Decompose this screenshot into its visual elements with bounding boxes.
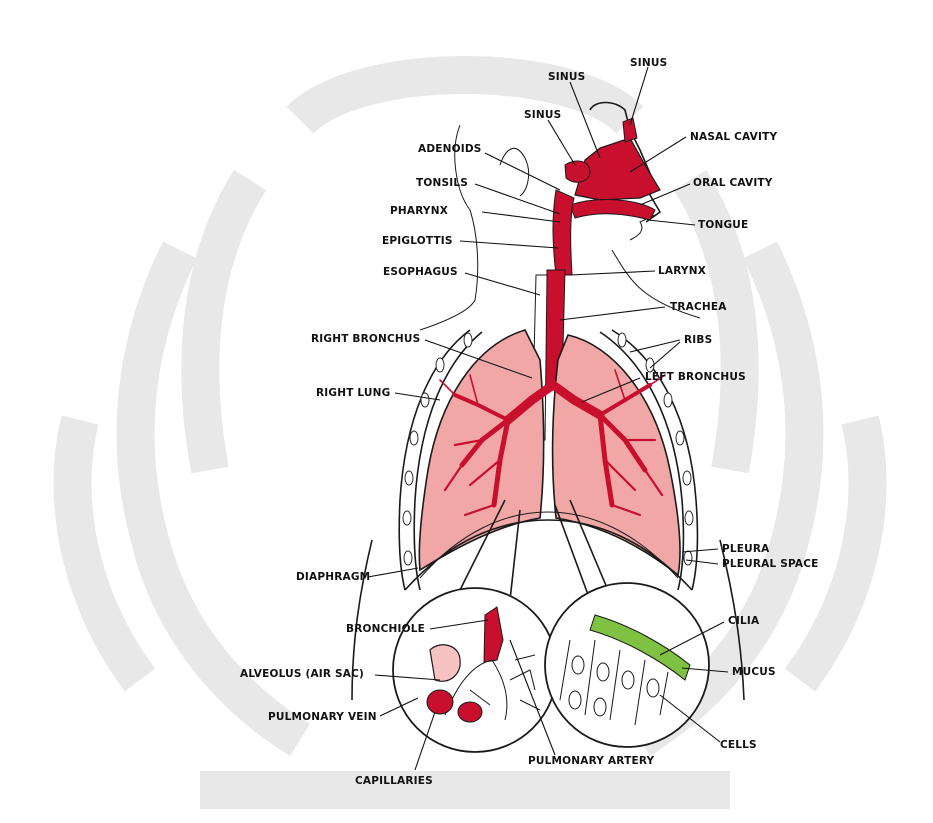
label-mucus: MUCUS [732, 666, 776, 678]
label-right-lung: RIGHT LUNG [316, 387, 390, 399]
sinus-shape-left [565, 161, 590, 182]
label-oral-cavity: ORAL CAVITY [693, 177, 773, 189]
label-sinus-top-center: SINUS [548, 71, 585, 83]
label-epiglottis: EPIGLOTTIS [382, 235, 453, 247]
label-adenoids: ADENOIDS [418, 143, 482, 155]
label-sinus-left: SINUS [524, 109, 561, 121]
label-cilia: CILIA [728, 615, 760, 627]
sinus-shape-top [623, 118, 637, 142]
oral-cavity-shape [570, 200, 655, 220]
label-bronchiole: BRONCHIOLE [346, 623, 425, 635]
label-pulmonary-vein: PULMONARY VEIN [268, 711, 377, 723]
label-sinus-top-right: SINUS [630, 57, 667, 69]
label-ribs: RIBS [684, 334, 712, 346]
label-cells: CELLS [720, 739, 757, 751]
label-tonsils: TONSILS [416, 177, 468, 189]
label-pleura: PLEURA [722, 543, 770, 555]
label-trachea: TRACHEA [670, 301, 727, 313]
label-pulmonary-artery: PULMONARY ARTERY [528, 755, 655, 767]
label-pleural-space: PLEURAL SPACE [722, 558, 819, 570]
label-left-bronchus: LEFT BRONCHUS [645, 371, 746, 383]
label-larynx: LARYNX [658, 265, 706, 277]
label-right-bronchus: RIGHT BRONCHUS [311, 333, 420, 345]
pharynx-shape [553, 190, 574, 275]
label-tongue: TONGUE [698, 219, 748, 231]
label-nasal-cavity: NASAL CAVITY [690, 131, 777, 143]
label-esophagus: ESOPHAGUS [383, 266, 458, 278]
label-capillaries: CAPILLARIES [355, 775, 433, 787]
label-pharynx: PHARYNX [390, 205, 448, 217]
label-alveolus: ALVEOLUS (AIR SAC) [240, 668, 364, 680]
label-diaphragm: DIAPHRAGM [296, 571, 370, 583]
